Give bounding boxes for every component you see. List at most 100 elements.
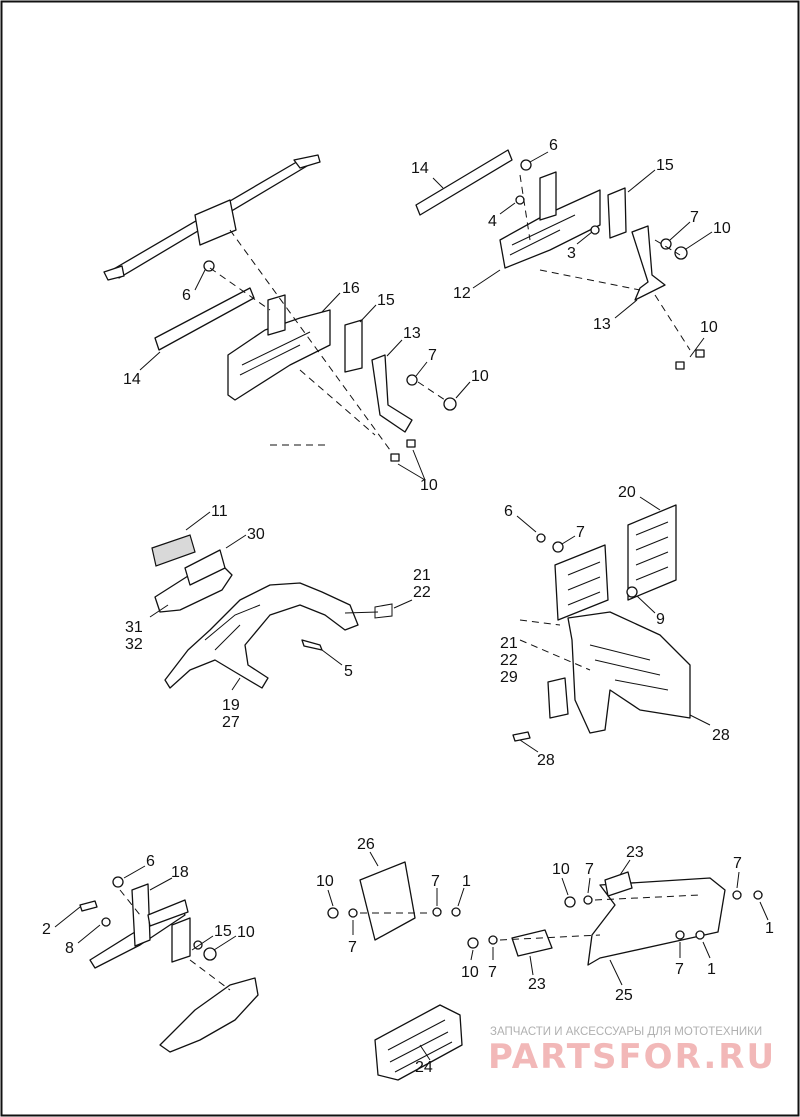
callout: 5 — [344, 663, 353, 680]
strap-part — [371, 354, 413, 433]
callout: 21 — [413, 567, 431, 584]
bracket-tab — [131, 883, 151, 947]
callout: 13 — [593, 316, 611, 333]
screw-part — [451, 907, 461, 917]
bolt-part — [536, 533, 546, 543]
leader-line — [191, 935, 214, 951]
leader-line — [702, 941, 711, 959]
nut-part — [674, 246, 688, 260]
nut-part — [626, 586, 638, 598]
callout: 8 — [65, 940, 74, 957]
leader-line — [419, 1044, 431, 1061]
leader-line — [587, 877, 591, 894]
nut-part — [406, 439, 416, 448]
callout: 10 — [316, 873, 334, 890]
callout: 22 — [413, 584, 431, 601]
callout: 6 — [504, 503, 513, 520]
leader-line — [432, 177, 444, 189]
leader-line — [561, 877, 569, 896]
assembly-group-4: 6 7 20 9 21 22 29 28 28 — [500, 484, 730, 769]
clamp-part — [511, 929, 553, 957]
leader-line — [359, 304, 377, 323]
washer-part — [406, 374, 418, 386]
callout: 3 — [567, 245, 576, 262]
bracket-slot — [509, 214, 576, 256]
leader-line — [736, 871, 740, 889]
assembly-group-6: 26 10 7 1 7 — [316, 836, 471, 956]
washer-part — [732, 890, 742, 900]
callout: 1 — [765, 920, 774, 937]
nut-part — [675, 361, 685, 370]
callout: 10 — [552, 861, 570, 878]
callout: 10 — [420, 477, 438, 494]
assembly-group-5: 6 18 2 8 15 7 10 — [42, 853, 259, 1053]
bracket-arm — [147, 899, 189, 927]
plate-part — [154, 287, 255, 351]
callout: 7 — [428, 347, 437, 364]
leader-line — [639, 496, 661, 511]
callout: 26 — [357, 836, 375, 853]
leader-line — [669, 221, 691, 241]
nut-part — [443, 397, 457, 411]
callout: 13 — [403, 325, 421, 342]
strap-part — [631, 225, 666, 301]
connector-part — [344, 603, 393, 619]
callout: 1 — [462, 873, 471, 890]
panel-part — [359, 861, 416, 941]
assembly-line — [519, 619, 591, 671]
assembly-line — [209, 229, 446, 451]
callout: 7 — [690, 209, 699, 226]
callout: 15 — [377, 292, 395, 309]
leader-line — [457, 887, 465, 907]
leader-line — [149, 604, 169, 618]
assembly-line — [119, 889, 231, 991]
screw-part — [590, 225, 600, 235]
assembly-group-1: 6 14 16 15 13 7 10 10 — [103, 154, 489, 494]
washer-part — [660, 238, 672, 250]
screw-part — [79, 900, 98, 912]
housing-part — [164, 582, 359, 689]
heat-shield-part — [374, 1004, 463, 1081]
leader-line — [472, 269, 501, 289]
nut-part — [390, 453, 400, 462]
callout: 14 — [123, 371, 141, 388]
watermark-brand: PARTSFOR.RU — [488, 1037, 776, 1077]
callout: 7 — [576, 524, 585, 541]
leader-line — [516, 515, 537, 533]
watermark: ЗАПЧАСТИ И АКСЕССУАРЫ ДЛЯ МОТОТЕХНИКИ PA… — [488, 1026, 776, 1077]
assembly-line — [499, 894, 701, 941]
leader-line — [321, 292, 341, 313]
callout: 10 — [471, 368, 489, 385]
leader-line — [415, 361, 428, 377]
leader-line — [609, 959, 623, 986]
washer-part — [552, 541, 564, 553]
leader-line — [470, 949, 474, 961]
washer-part — [348, 908, 358, 918]
callout: 7 — [488, 964, 497, 981]
callout: 10 — [237, 924, 255, 941]
clip-part — [344, 319, 363, 373]
callout: 14 — [411, 160, 429, 177]
screw-part — [515, 195, 525, 205]
callout: 7 — [348, 939, 357, 956]
nut-part — [467, 937, 479, 949]
callout: 9 — [656, 611, 665, 628]
crossbar-end — [103, 265, 125, 281]
callout: 20 — [618, 484, 636, 501]
leader-line — [123, 865, 146, 879]
callout: 15 — [656, 157, 674, 174]
callout: 31 — [125, 619, 143, 636]
leader-line — [519, 739, 539, 753]
callout: 6 — [182, 287, 191, 304]
leader-line — [369, 851, 379, 867]
leader-line — [231, 677, 241, 691]
assembly-line — [519, 174, 691, 351]
callout: 19 — [222, 697, 240, 714]
crossbar-mount — [194, 199, 237, 246]
callout: 23 — [626, 844, 644, 861]
callout: 7 — [585, 861, 594, 878]
leader-line — [393, 599, 413, 609]
leader-line — [455, 381, 471, 399]
callout: 27 — [222, 714, 240, 731]
callout: 4 — [488, 213, 497, 230]
